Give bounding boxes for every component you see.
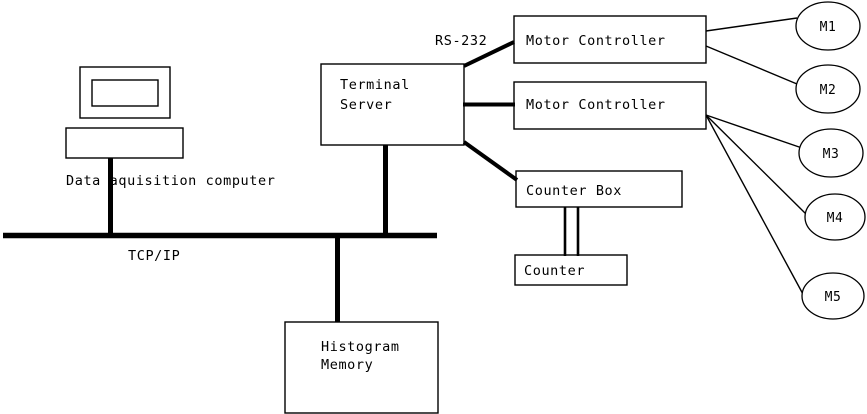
motor-m4-label: M4 [827,211,844,226]
counter-box[interactable] [514,254,628,286]
counter-box-box[interactable] [515,170,683,208]
motor-m1-label: M1 [820,20,837,35]
motor-m2-label: M2 [820,83,837,98]
motor-m3-ellipse[interactable] [798,128,864,178]
link-terminal-server-to-counter-box [462,140,519,182]
motor-m5-ellipse[interactable] [801,272,865,320]
motor-m3-label: M3 [823,147,840,162]
link-motor-controller-2-to-m3 [705,114,803,149]
motor-m4-ellipse[interactable] [804,193,866,241]
tcpip-bus-label: TCP/IP [128,248,180,264]
link-motor-controller-1-to-m1 [705,17,798,32]
histogram-memory-label-line1: Histogram [321,339,400,355]
link-terminal-server-to-motor-controller-1 [463,40,515,68]
link-motor-controller-1-to-m2 [705,45,798,85]
motor-controller-2-label: Motor Controller [526,97,666,113]
monitor-screen [91,79,159,107]
counter-label: Counter [524,263,585,279]
link-motor-controller-2-to-m4 [705,114,807,215]
link-motor-controller-2-to-m5 [705,114,805,297]
counter-box-label: Counter Box [526,183,622,199]
motor-controller-1-box[interactable] [513,15,707,64]
motor-m1-ellipse[interactable] [795,1,861,51]
histogram-memory-box[interactable] [284,321,439,414]
daq-computer-label: Data aquisition computer [66,173,275,189]
terminal-server-label-line1: Terminal [340,77,410,93]
terminal-server-box[interactable] [320,63,465,146]
motor-m2-ellipse[interactable] [795,64,861,114]
terminal-server-label-line2: Server [340,97,392,113]
motor-m5-label: M5 [825,290,842,305]
histogram-memory-label-line2: Memory [321,357,373,373]
motor-controller-1-label: Motor Controller [526,33,666,49]
rs232-link-label: RS-232 [435,33,487,49]
keyboard-base [65,127,184,159]
